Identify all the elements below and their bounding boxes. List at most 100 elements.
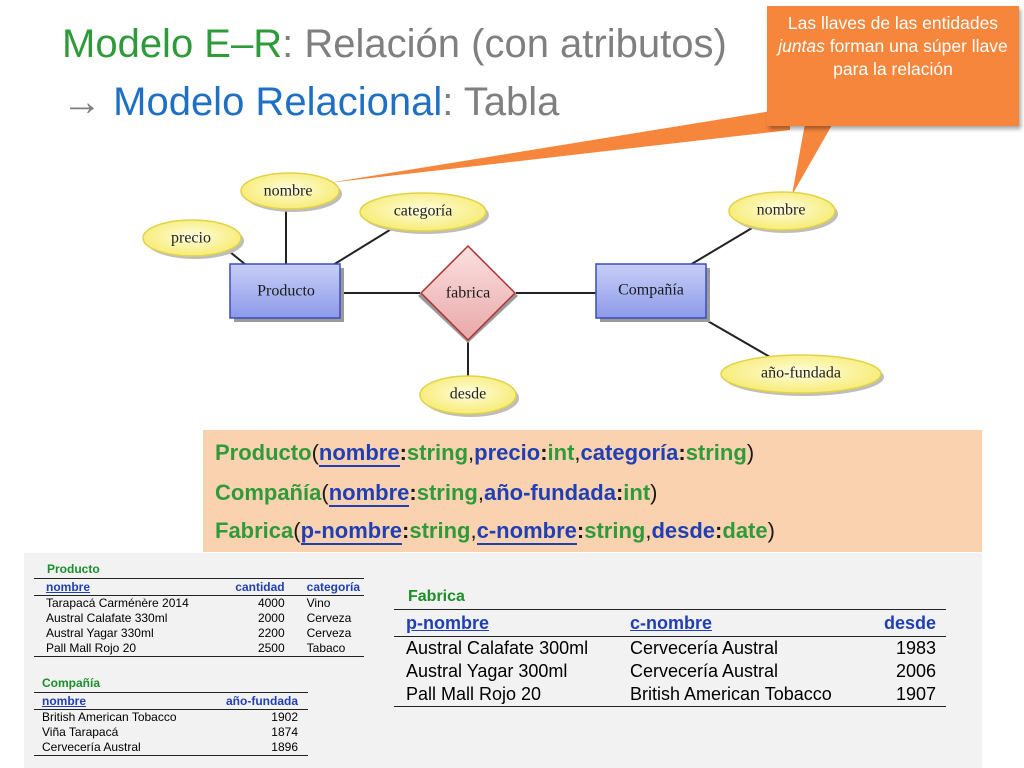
- callout-text-2: forman una súper llave para la relación: [824, 36, 1008, 79]
- schema-type: string: [409, 518, 471, 543]
- attr-producto-nombre: nombre: [240, 172, 342, 212]
- table-cell: Austral Calafate 300ml: [406, 638, 589, 658]
- schema-type: int: [547, 440, 575, 465]
- table-title-producto: Producto: [47, 562, 100, 576]
- slide-title-line-1: Modelo E–R: Relación (con atributos): [62, 20, 727, 68]
- callout-text-italic: juntas: [778, 36, 825, 56]
- table-producto: nombre cantidad categoría Tarapacá Carmé…: [34, 578, 364, 657]
- schema-entity-fabrica: Fabrica: [215, 518, 294, 543]
- table-fabrica: p-nombre c-nombre desde Austral Calafate…: [394, 609, 946, 707]
- schema-entity-compania: Compañía: [215, 480, 322, 505]
- callout-note: Las llaves de las entidades juntas forma…: [767, 6, 1019, 126]
- schema-type: string: [685, 440, 747, 465]
- table-header: nombre: [34, 692, 207, 710]
- attr-producto-categoria: categoría: [359, 192, 489, 234]
- table-cell: 1896: [206, 740, 308, 756]
- attr-label-compania-ano-fundada: año-fundada: [761, 365, 841, 382]
- attr-label-producto-nombre: nombre: [264, 183, 313, 200]
- title-sep-2: :: [442, 80, 454, 124]
- table-title-fabrica: Fabrica: [408, 588, 465, 605]
- table-cell: 2500: [212, 641, 289, 657]
- attr-compania-nombre: nombre: [728, 191, 838, 233]
- diagram-edges: [229, 207, 771, 377]
- table-cell: Pall Mall Rojo 20: [34, 641, 213, 657]
- attr-label-producto-categoria: categoría: [394, 203, 453, 220]
- schema-type: string: [584, 518, 646, 543]
- relationship-fabrica: fabrica: [418, 244, 518, 343]
- table-compania: nombre año-fundada British American Toba…: [34, 692, 308, 756]
- title-table: Tabla: [453, 80, 560, 124]
- table-cell: Austral Calafate 330ml: [46, 611, 168, 625]
- table-title-compania: Compañía: [42, 676, 101, 690]
- table-cell: Cervecería Austral: [630, 661, 779, 681]
- slide-title-line-2: → Modelo Relacional: Tabla: [62, 78, 559, 126]
- relational-schema: Producto(nombre:string,precio:int,catego…: [203, 430, 982, 552]
- table-row: British American Tobacco 1902: [34, 710, 308, 726]
- schema-fabrica: Fabrica(p-nombre:string,c-nombre:string,…: [215, 518, 775, 545]
- table-header: categoría: [288, 578, 364, 596]
- table-header: cantidad: [212, 578, 289, 596]
- schema-attr: c-nombre: [476, 518, 577, 545]
- table-header: año-fundada: [206, 692, 308, 710]
- table-cell: Tabaco: [288, 641, 364, 657]
- schema-attr: desde: [651, 518, 716, 543]
- title-er-model: Modelo E–R: [62, 22, 283, 66]
- table-cell: British American Tobacco: [618, 683, 850, 707]
- attr-label-producto-precio: precio: [171, 230, 211, 247]
- title-relational-model: Modelo Relacional: [113, 80, 443, 124]
- table-row: Austral Yagar 300ml Cervecería Austral 200…: [394, 660, 946, 683]
- table-cell: British American Tobacco: [42, 710, 177, 724]
- table-header: p-nombre: [394, 609, 618, 637]
- schema-attr: p-nombre: [300, 518, 403, 545]
- table-cell: 1907: [850, 683, 946, 707]
- table-cell: 1902: [271, 710, 298, 724]
- table-cell: 2006: [895, 661, 936, 681]
- entity-label-compania: Compañía: [618, 282, 684, 299]
- table-row: Tarapacá Carménère 2014 4000 Vino: [34, 596, 364, 612]
- table-row: Austral Calafate 300ml Cervecería Austral…: [394, 637, 946, 661]
- callout-tail-right: [792, 118, 836, 195]
- schema-type: string: [416, 480, 478, 505]
- schema-producto: Producto(nombre:string,precio:int,catego…: [215, 440, 755, 467]
- table-cell: 4000: [257, 596, 285, 610]
- table-cell: Pall Mall Rojo 20: [394, 683, 618, 707]
- title-relation: Relación (con atributos): [293, 22, 727, 66]
- schema-attr: año-fundada: [483, 480, 616, 505]
- table-cell: Austral Yagar 330ml: [46, 626, 154, 640]
- schema-attr: categoría: [580, 440, 679, 465]
- callout-tail-left: [328, 108, 790, 183]
- table-cell: 2200: [257, 626, 285, 640]
- attr-label-fabrica-desde: desde: [450, 386, 486, 403]
- schema-type: string: [406, 440, 469, 465]
- table-cell: Cervecería Austral: [630, 638, 779, 658]
- schema-type: int: [623, 480, 651, 505]
- table-cell: Vino: [306, 596, 331, 610]
- table-cell: Tarapacá Carménère 2014: [46, 596, 189, 610]
- callout-text-1: Las llaves de las entidades: [787, 13, 999, 33]
- schema-type: date: [722, 518, 768, 543]
- table-cell: Cervecería Austral: [34, 740, 207, 756]
- schema-compania: Compañía(nombre:string,año-fundada:int): [215, 480, 658, 507]
- table-cell: Viña Tarapacá: [42, 725, 119, 739]
- entity-label-producto: Producto: [257, 283, 315, 300]
- entity-compania: Compañía: [595, 263, 710, 322]
- attr-compania-ano-fundada: año-fundada: [720, 354, 884, 396]
- relationship-label-fabrica: fabrica: [446, 285, 490, 302]
- schema-entity-producto: Producto: [215, 440, 312, 465]
- entity-producto: Producto: [229, 263, 344, 322]
- table-cell: 2000: [257, 611, 285, 625]
- attr-label-compania-nombre: nombre: [757, 202, 806, 219]
- table-header: nombre: [34, 578, 213, 596]
- table-header: desde: [850, 609, 946, 637]
- schema-attr: nombre: [318, 440, 400, 467]
- er-diagram: nombre precio categoría nombre año-funda…: [142, 108, 884, 417]
- schema-attr: nombre: [328, 480, 410, 507]
- table-cell: Austral Yagar 300ml: [406, 661, 568, 681]
- arrow-icon: →: [62, 80, 102, 124]
